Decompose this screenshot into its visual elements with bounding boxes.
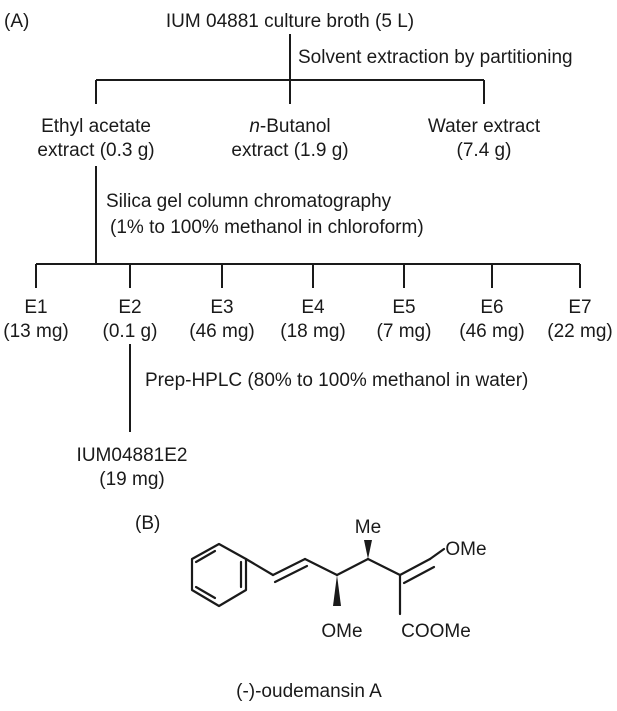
fraction-name: E3 — [210, 297, 233, 318]
fraction-amount: (18 mg) — [280, 321, 345, 342]
step1-label: Solvent extraction by partitioning — [298, 47, 573, 68]
fraction-amount: (0.1 g) — [103, 321, 158, 342]
fraction-name: E1 — [24, 297, 47, 318]
panel-b-label: (B) — [135, 513, 160, 534]
bond-c5-c6-double — [402, 565, 436, 585]
bond-c2-c3 — [303, 557, 339, 577]
fraction-amount: (7 mg) — [377, 321, 432, 342]
extract-water-line1: Water extract — [428, 116, 541, 137]
ring-double-bond-2 — [194, 549, 217, 564]
panel-a-label: (A) — [4, 11, 29, 32]
bond-c6-o — [428, 547, 446, 561]
butanol-italic-prefix: n — [249, 116, 260, 137]
fraction-labels: E1 (13 mg) E2 (0.1 g) E3 (46 mg) E4 (18 mg) E5 (7… — [3, 297, 612, 342]
bond-c5-c6 — [398, 557, 432, 577]
fraction-amount: (22 mg) — [547, 321, 612, 342]
compound-name: (-)-oudemansin A — [236, 681, 382, 702]
bond-ph-c1 — [244, 557, 275, 577]
extract-ethyl-line2: extract (0.3 g) — [37, 140, 154, 161]
fraction-drops — [35, 264, 581, 288]
extract-butanol-line1: n-Butanol — [249, 116, 330, 137]
oudemansin-structure — [190, 540, 446, 616]
fraction-amount: (46 mg) — [189, 321, 254, 342]
ome-top-label: OMe — [445, 539, 486, 560]
bond-c1-c2-double — [273, 564, 309, 584]
bond-c3-c4 — [335, 557, 370, 577]
extract-ethyl-line1: Ethyl acetate — [41, 116, 151, 137]
ome-bottom-label: OMe — [321, 621, 362, 642]
product-name: IUM04881E2 — [77, 445, 188, 466]
bond-c1-c2 — [271, 557, 307, 577]
fraction-name: E4 — [301, 297, 325, 318]
butanol-name: -Butanol — [260, 116, 331, 137]
fraction-name: E5 — [392, 297, 415, 318]
fraction-amount: (46 mg) — [459, 321, 524, 342]
step2-line1: Silica gel column chromatography — [106, 191, 392, 212]
step2-line2: (1% to 100% methanol in chloroform) — [110, 217, 424, 238]
fraction-name: E2 — [118, 297, 141, 318]
wedge-ome — [333, 575, 341, 606]
ring-double-bond-3 — [194, 585, 217, 600]
me-label: Me — [355, 517, 381, 538]
coome-label: COOMe — [401, 621, 471, 642]
product-amount: (19 mg) — [99, 469, 164, 490]
extract-water-line2: (7.4 g) — [457, 140, 512, 161]
benzene-ring — [190, 542, 248, 608]
bond-c4-c5 — [366, 557, 402, 577]
wedge-me — [364, 540, 372, 559]
root-node-label: IUM 04881 culture broth (5 L) — [166, 11, 414, 32]
fraction-name: E7 — [568, 297, 591, 318]
fraction-amount: (13 mg) — [3, 321, 68, 342]
step3-label: Prep-HPLC (80% to 100% methanol in water… — [145, 370, 528, 391]
extract-butanol-line2: extract (1.9 g) — [231, 140, 348, 161]
fraction-name: E6 — [480, 297, 503, 318]
